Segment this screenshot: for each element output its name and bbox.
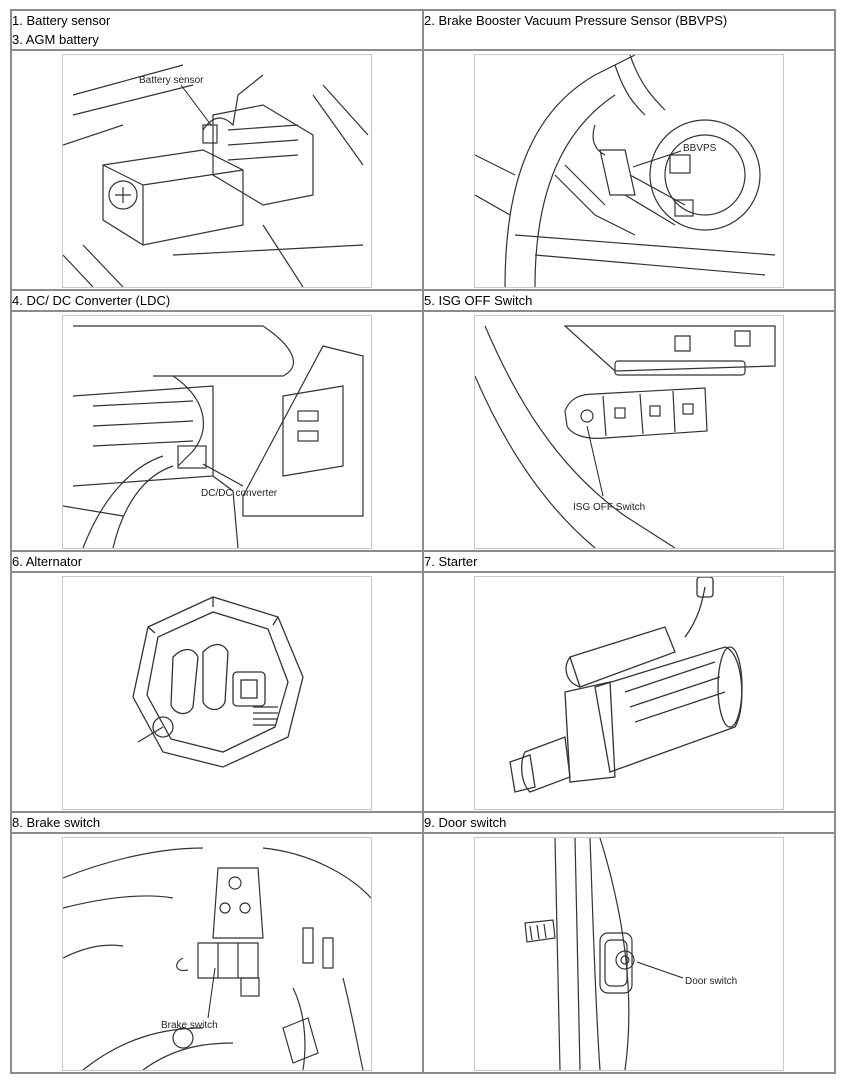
image-row: DC/DC converter — [10, 310, 836, 552]
label-cell: 8. Brake switch — [10, 811, 424, 834]
image-cell: Battery sensor — [10, 49, 424, 291]
image-row: Battery sensor — [10, 49, 836, 291]
image-row — [10, 571, 836, 813]
image-cell — [422, 571, 836, 813]
label-dc-dc-converter: 4. DC/ DC Converter (LDC) — [12, 293, 171, 308]
label-cell: 2. Brake Booster Vacuum Pressure Sensor … — [422, 9, 836, 51]
starter-illustration — [474, 576, 784, 810]
image-cell: DC/DC converter — [10, 310, 424, 552]
label-starter: 7. Starter — [424, 554, 478, 569]
label-cell: 6. Alternator — [10, 550, 424, 573]
label-row: 8. Brake switch 9. Door switch — [10, 811, 836, 834]
label-bbvps: 2. Brake Booster Vacuum Pressure Sensor … — [424, 13, 728, 28]
label-row: 6. Alternator 7. Starter — [10, 550, 836, 573]
label-cell: 4. DC/ DC Converter (LDC) — [10, 289, 424, 312]
brake-switch-callout: Brake switch — [161, 1020, 218, 1031]
dc-dc-converter-callout: DC/DC converter — [201, 488, 278, 499]
bbvps-drawing: BBVPS — [475, 55, 776, 287]
brake-switch-drawing: Brake switch — [63, 847, 371, 1070]
component-table: 1. Battery sensor 3. AGM battery 2. Brak… — [10, 9, 836, 1074]
image-cell: BBVPS — [422, 49, 836, 291]
image-cell: Door switch — [422, 832, 836, 1074]
door-switch-drawing: Door switch — [524, 838, 737, 1070]
label-cell: 1. Battery sensor 3. AGM battery — [10, 9, 424, 51]
image-cell: Brake switch — [10, 832, 424, 1074]
starter-drawing — [509, 577, 743, 793]
image-cell: ISG OFF Switch — [422, 310, 836, 552]
label-alternator: 6. Alternator — [12, 554, 83, 569]
bbvps-illustration: BBVPS — [474, 54, 784, 288]
label-brake-switch: 8. Brake switch — [12, 815, 101, 830]
battery-sensor-drawing: Battery sensor — [63, 64, 369, 287]
battery-sensor-callout: Battery sensor — [139, 75, 204, 86]
isg-off-switch-illustration: ISG OFF Switch — [474, 315, 784, 549]
door-switch-illustration: Door switch — [474, 837, 784, 1071]
label-battery-sensor: 1. Battery sensor — [12, 13, 111, 28]
bbvps-callout: BBVPS — [683, 143, 717, 154]
isg-off-switch-callout: ISG OFF Switch — [573, 502, 645, 513]
door-switch-callout: Door switch — [685, 976, 737, 987]
label-row: 1. Battery sensor 3. AGM battery 2. Brak… — [10, 9, 836, 51]
label-row: 4. DC/ DC Converter (LDC) 5. ISG OFF Swi… — [10, 289, 836, 312]
dc-dc-converter-drawing: DC/DC converter — [63, 325, 364, 548]
alternator-illustration — [62, 576, 372, 810]
isg-off-switch-drawing: ISG OFF Switch — [475, 325, 776, 548]
image-row: Brake switch — [10, 832, 836, 1074]
battery-sensor-illustration: Battery sensor — [62, 54, 372, 288]
brake-switch-illustration: Brake switch — [62, 837, 372, 1071]
label-cell: 9. Door switch — [422, 811, 836, 834]
label-agm-battery: 3. AGM battery — [12, 32, 99, 47]
label-isg-off-switch: 5. ISG OFF Switch — [424, 293, 533, 308]
label-cell: 7. Starter — [422, 550, 836, 573]
alternator-drawing — [132, 596, 304, 768]
label-door-switch: 9. Door switch — [424, 815, 507, 830]
label-cell: 5. ISG OFF Switch — [422, 289, 836, 312]
image-cell — [10, 571, 424, 813]
dc-dc-converter-illustration: DC/DC converter — [62, 315, 372, 549]
